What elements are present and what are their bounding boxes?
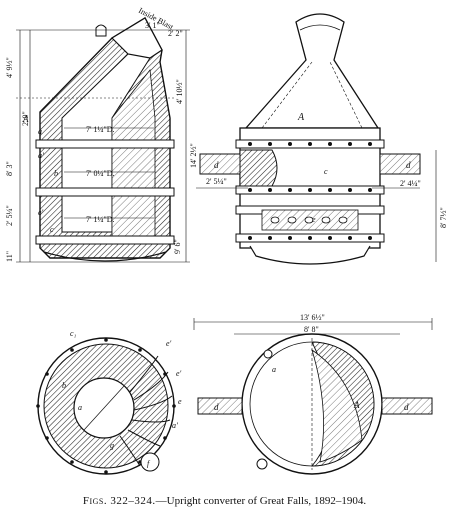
label-a1-left: a': [38, 151, 44, 160]
nozzle-mouth: [111, 17, 163, 59]
label-e-plan: e: [178, 397, 182, 406]
label-A-plan-right: A: [353, 400, 360, 410]
label-g-plan: g: [110, 441, 114, 450]
label-d-left-trunnion: d: [214, 160, 219, 170]
dim-8-7-5: 8' 7½": [439, 207, 448, 228]
caption-figs: Figs. 322–324.: [82, 495, 156, 507]
dim-2-4-25: 2' 4¼": [400, 179, 421, 188]
label-e1-plan-top: e': [166, 339, 172, 348]
label-e-right: e: [312, 215, 316, 224]
label-d-plan-right: d: [404, 402, 409, 412]
dim-3-1: 3' 1": [145, 21, 160, 30]
tuyere-ribs: [119, 355, 173, 467]
lug-bottom: [256, 458, 268, 470]
front-elevation-view: A d d c e 2' 5¼" 2' 4¼" 8' 7½": [196, 13, 448, 265]
wind-box: [239, 149, 278, 187]
caption-text: —Upright converter of Great Falls, 1892–…: [155, 495, 367, 507]
dim-7-0-25: 7' 0¼"D.: [86, 169, 114, 178]
dim-2-2: 2' 2": [168, 29, 183, 38]
dim-2-5-25-right: 2' 5¼": [206, 177, 227, 186]
trunnion-right: [379, 153, 421, 175]
tuyere-holes: [270, 216, 348, 224]
label-a-left: a: [38, 127, 42, 136]
port-f: [140, 452, 160, 472]
dim-9-6: 9' 6": [173, 239, 182, 254]
band-top: [35, 139, 175, 149]
rivets: [248, 142, 372, 240]
band-middle: [35, 187, 175, 197]
dim-13-6-5: 13' 6½": [300, 313, 325, 322]
dim-2-9: 2' 9": [21, 111, 30, 126]
label-a-plan-right: a: [272, 365, 276, 374]
label-A-right: A: [297, 112, 305, 123]
dim-2-5-25: 2' 5¼": [5, 205, 14, 226]
nozzle: [244, 13, 380, 129]
label-A-left: A: [22, 114, 29, 124]
plan-section-view: c₁ b a e' e' e a' f g: [36, 329, 182, 475]
dim-11: 11": [5, 251, 14, 262]
dim-7-1-25-bottom: 7' 1¼"D.: [86, 215, 114, 224]
label-c-right: c: [324, 167, 328, 176]
bottom-bowl-front: [249, 245, 371, 265]
dim-8-8: 8' 8": [304, 325, 319, 334]
label-a1-plan: a': [172, 421, 178, 430]
label-b-left: b: [54, 169, 58, 178]
dim-14-2-5: 14' 2½": [189, 143, 198, 168]
label-e1-left: e': [38, 208, 44, 217]
bottom-bowl: [43, 251, 167, 262]
plan-trunnion-left: [197, 397, 243, 415]
label-f-plan: f: [147, 459, 151, 468]
plan-trunnion-right: [381, 397, 433, 415]
dim-8-3: 8' 3": [5, 161, 14, 176]
label-e1-plan-mid: e': [176, 369, 182, 378]
label-b-plan: b: [62, 381, 66, 390]
top-lug: [95, 24, 107, 37]
ring-rivets: [36, 338, 176, 474]
trunnion-left: [199, 153, 241, 175]
nozzle-section: [311, 349, 363, 463]
plan-view: 13' 6½" 8' 8" a A d d: [193, 313, 433, 475]
figure-caption: Figs. 322–324.—Upright converter of Grea…: [0, 490, 449, 512]
converter-drawing: Inside Blast 3' 1" 2' 2" 4' 9½" 4' 10½" …: [5, 6, 448, 475]
label-c1: c₁: [70, 329, 77, 338]
label-d-plan-left: d: [214, 402, 219, 412]
dim-4-9-5: 4' 9½": [5, 57, 14, 78]
dim-7-1-25-top: 7' 1¼"D.: [86, 125, 114, 134]
dim-4-10-5: 4' 10½": [175, 79, 184, 104]
lining-region: [111, 68, 156, 241]
label-c-left: c: [50, 225, 54, 234]
label-d-right-trunnion: d: [406, 160, 411, 170]
label-a-plan: a: [78, 403, 82, 412]
lug-top: [263, 349, 273, 359]
band-bottom: [35, 235, 175, 245]
sectional-elevation-view: Inside Blast 3' 1" 2' 2" 4' 9½" 4' 10½" …: [5, 6, 198, 263]
